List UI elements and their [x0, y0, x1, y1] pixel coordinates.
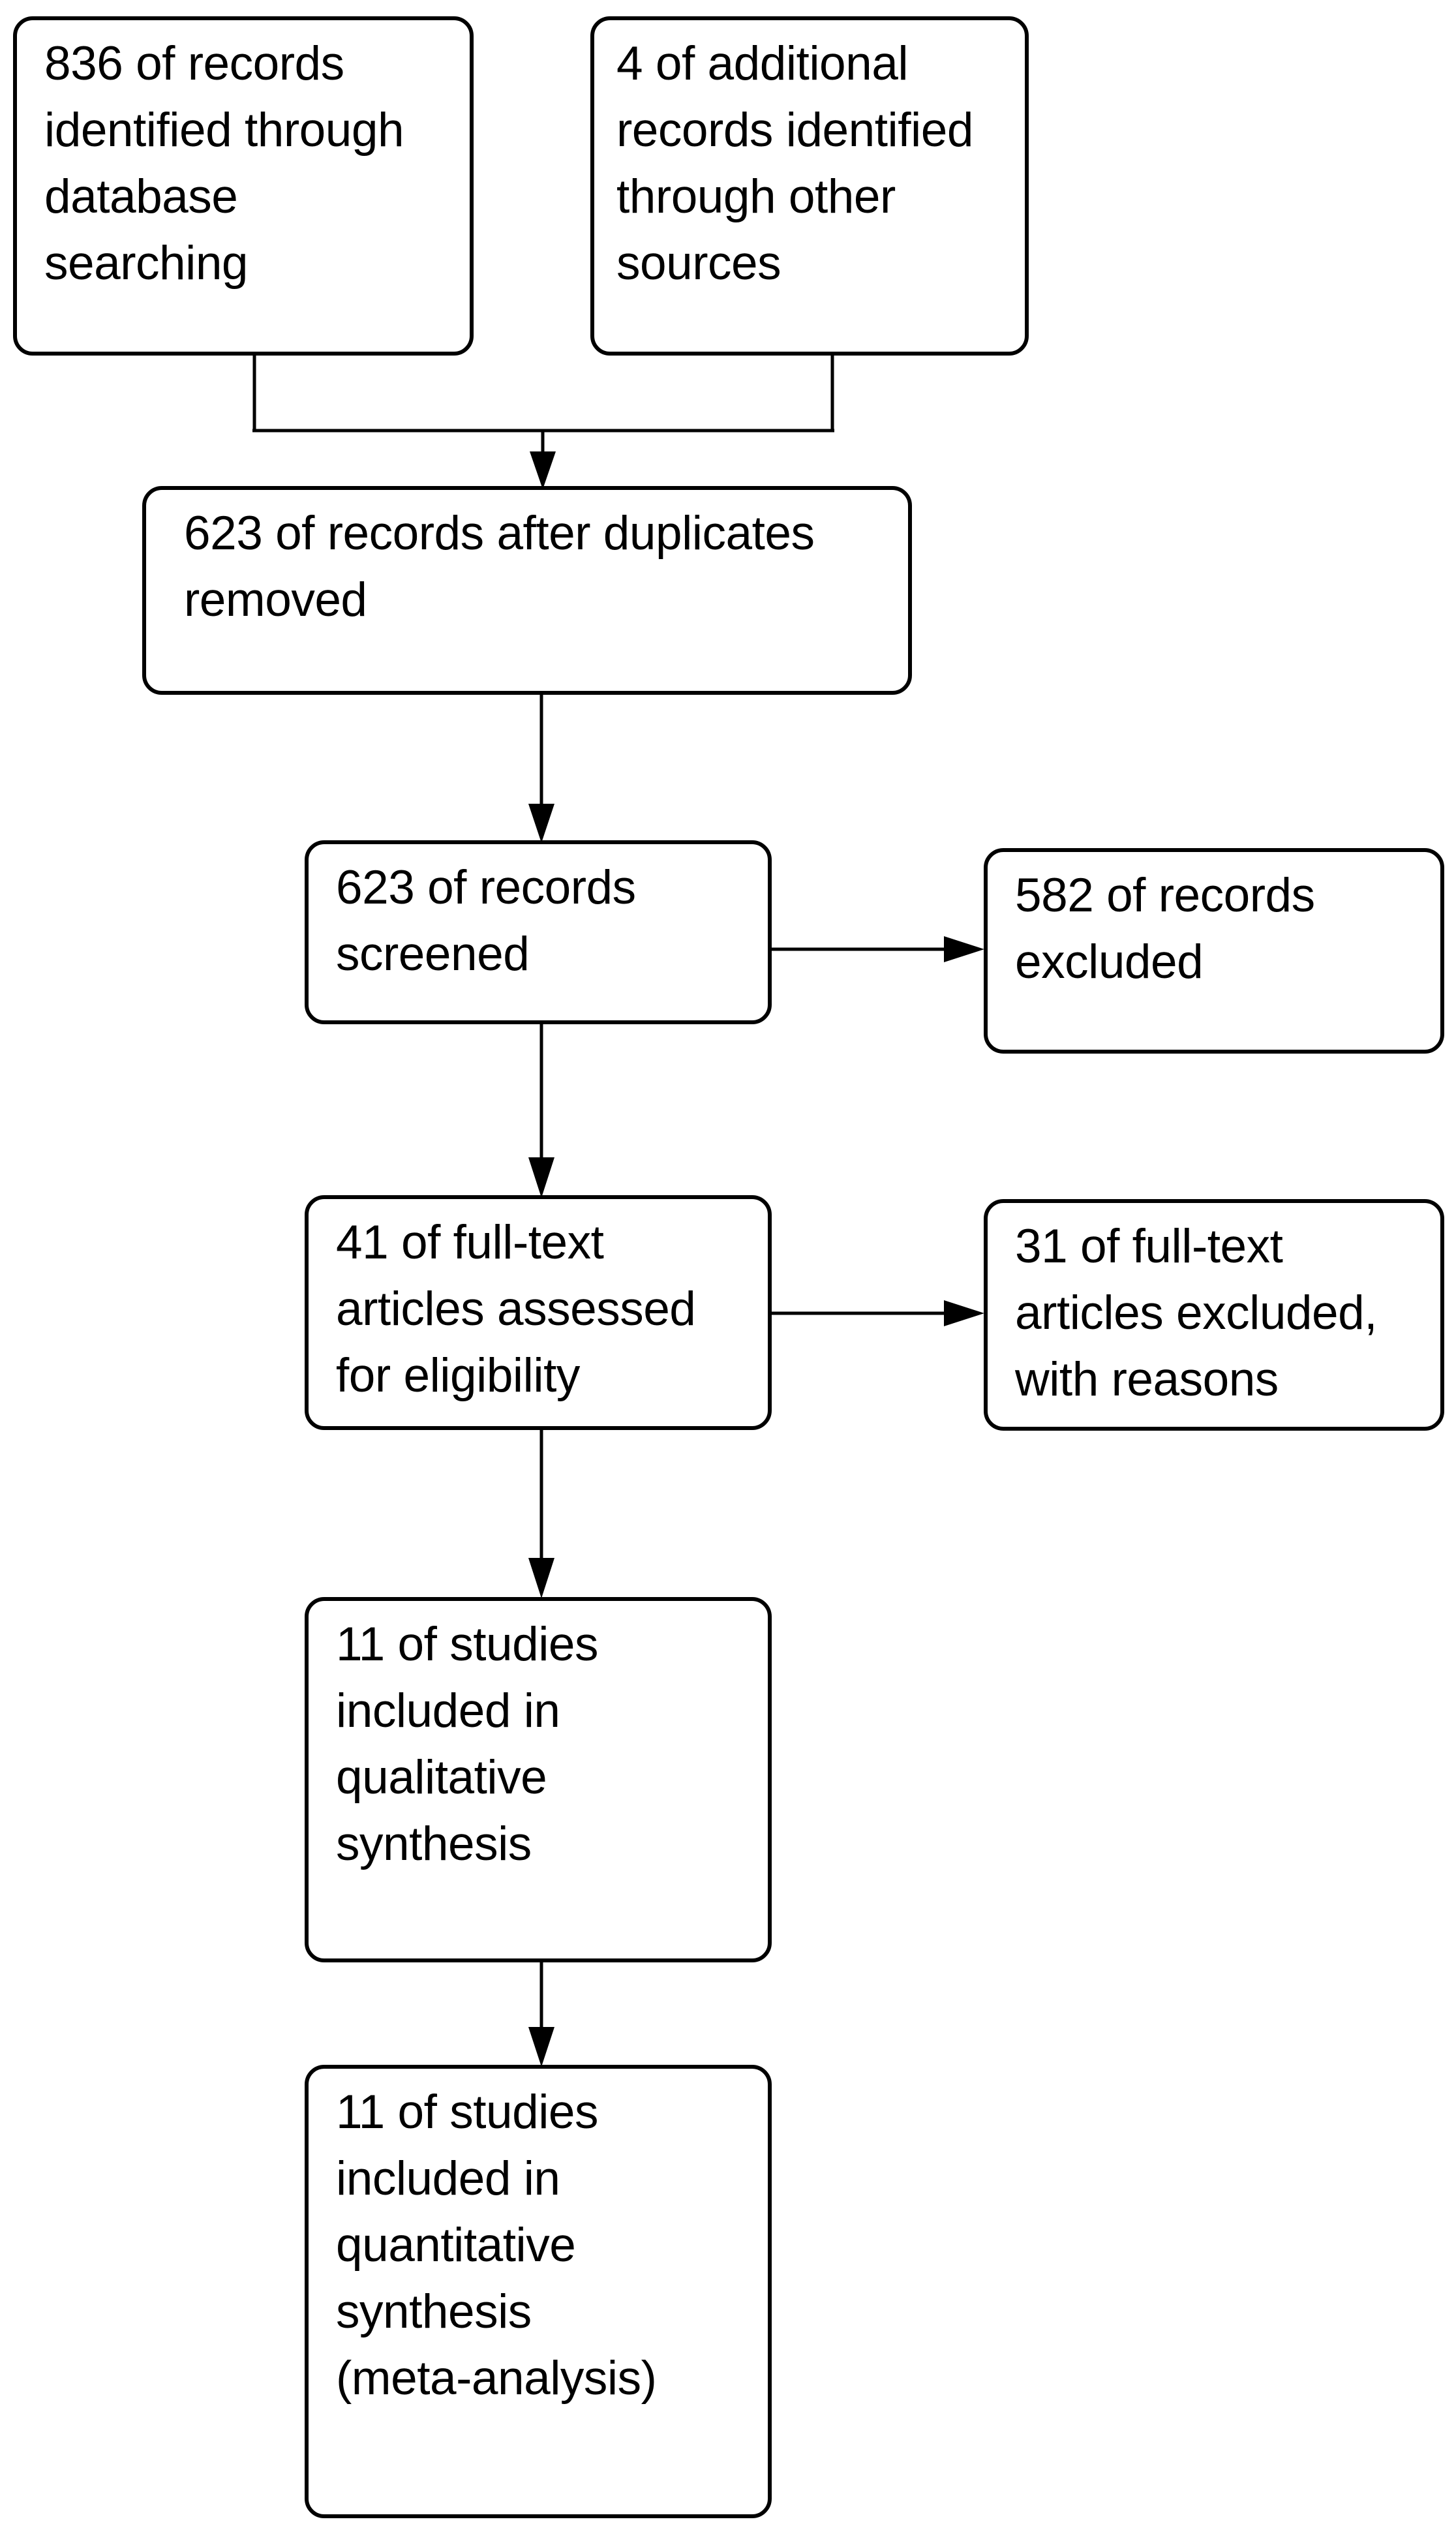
arrowhead-right-icon: [944, 936, 984, 962]
arrowhead-down-icon: [528, 1157, 554, 1198]
arrowhead-right-icon: [944, 1300, 984, 1326]
arrowhead-down-icon: [530, 451, 556, 489]
arrowhead-down-icon: [528, 804, 554, 843]
arrowhead-down-icon: [528, 2027, 554, 2067]
arrowhead-down-icon: [528, 1558, 554, 1598]
